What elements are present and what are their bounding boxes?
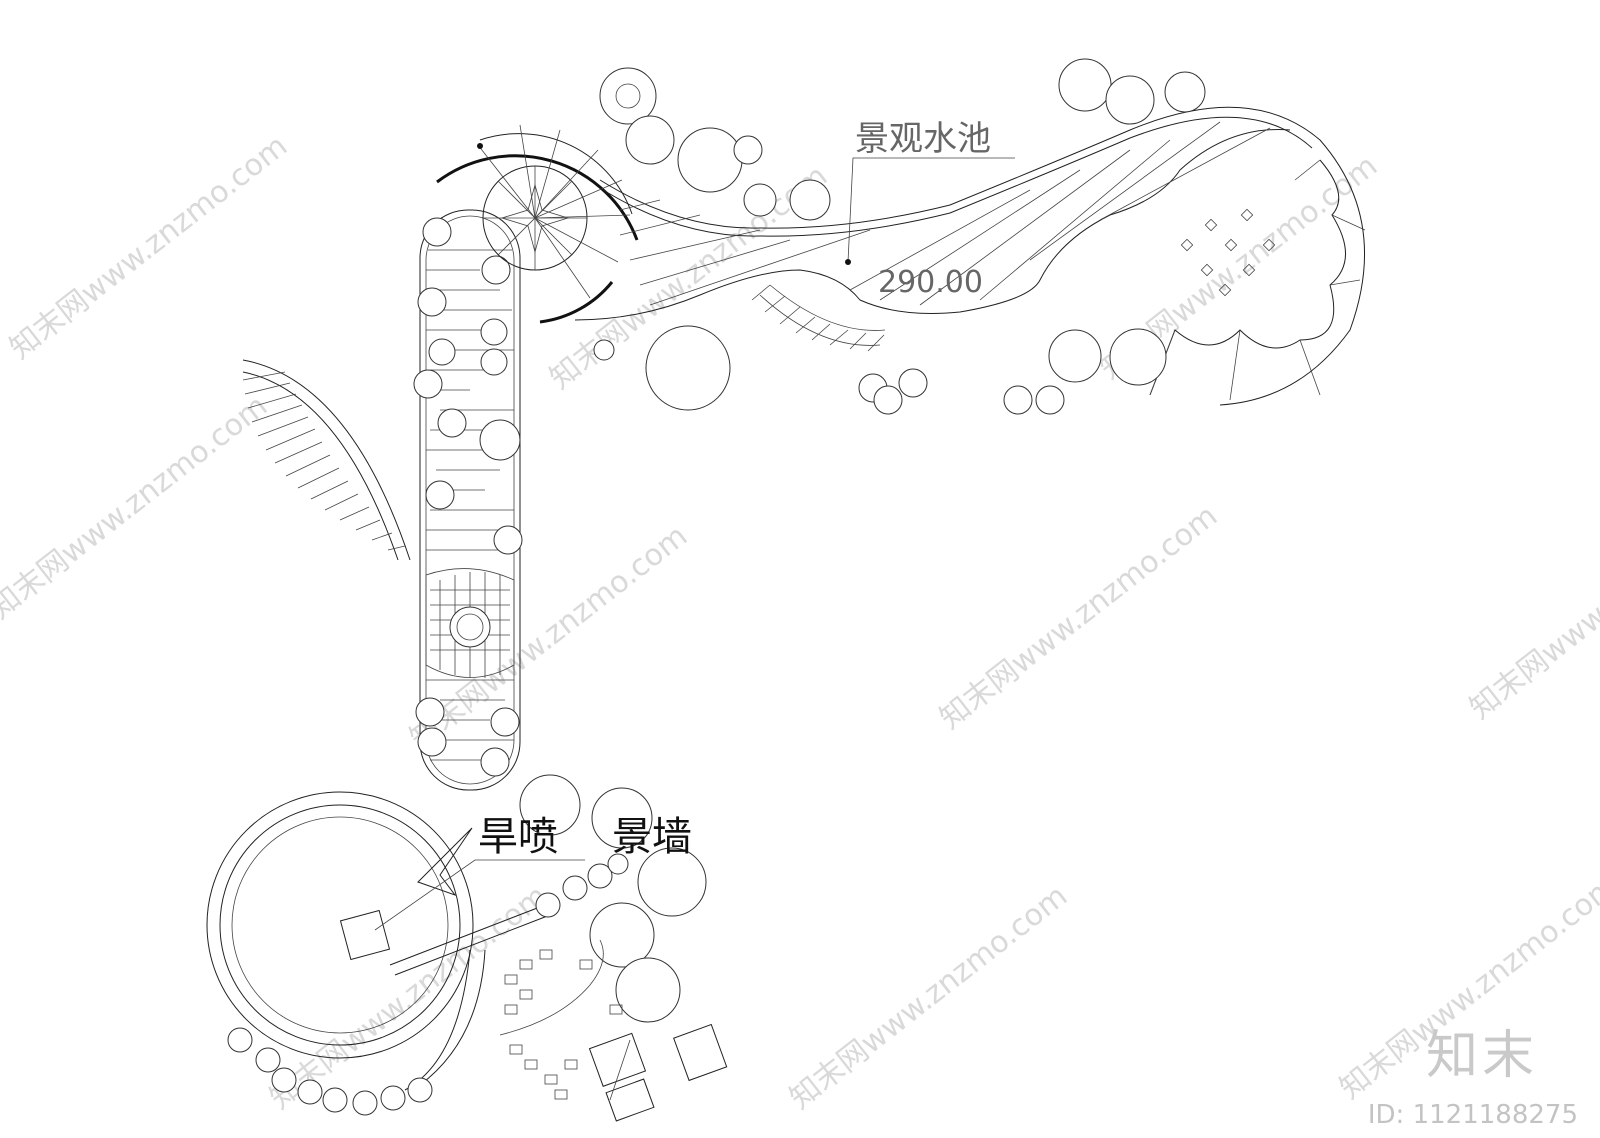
lower-garden (499, 774, 728, 1122)
watermark-text: 知末网www.znzmo.com (933, 498, 1224, 736)
watermark-text: 知末网www.znzmo.com (403, 518, 694, 756)
radial-pavilion (436, 124, 639, 324)
watermark-layer: 知末网www.znzmo.com 知末网www.znzmo.com 知末网www… (0, 128, 1600, 1116)
watermark-text: 知末网www.znzmo.com (783, 878, 1074, 1116)
brand-watermark: 知末 (1425, 1026, 1538, 1086)
curved-deck (242, 359, 411, 561)
landscape-pool: 景观水池 290.00 (574, 106, 1366, 406)
dry-fountain-label: 旱喷 (478, 814, 558, 860)
upper-trees (593, 58, 1206, 415)
circular-plaza (206, 791, 585, 1116)
pool-elevation-label: 290.00 (878, 265, 983, 300)
strip-trees (413, 217, 523, 777)
pool-title-label: 景观水池 (855, 119, 991, 159)
linear-garden-strip (413, 209, 523, 791)
watermark-text: 知末网www.znzmo.com (1463, 488, 1600, 726)
plaza-trees (227, 1027, 433, 1116)
watermark-text: 知末网www.znzmo.com (3, 128, 294, 366)
feature-wall-label: 景墙 (612, 814, 692, 860)
watermark-text: 知末网www.znzmo.com (0, 388, 274, 626)
image-id-watermark: ID: 1121188275 (1367, 1100, 1578, 1130)
